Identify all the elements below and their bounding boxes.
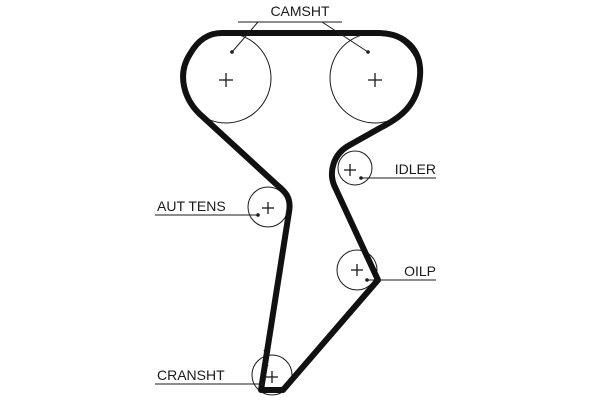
- crankshaft-dot: [260, 382, 264, 386]
- crankshaft-timing-mark-2: [265, 360, 269, 367]
- idler-pulley: [337, 150, 373, 186]
- camshaft-right-center-cross: [368, 73, 382, 87]
- auto-tensioner-dot: [256, 213, 260, 217]
- camshaft-label: CAMSHT: [270, 3, 330, 19]
- crankshaft-timing-mark: [263, 349, 267, 357]
- auto-tensioner-center-cross: [262, 202, 274, 214]
- crankshaft-label: CRANSHT: [157, 367, 225, 383]
- camshaft-leader-lines: [231, 21, 369, 53]
- crankshaft-center-cross: [266, 371, 278, 383]
- oil-pump-center-cross: [351, 264, 363, 276]
- idler-center-cross: [344, 164, 356, 176]
- camshaft-left-dot: [230, 50, 234, 54]
- oil-pump-label: OILP: [404, 263, 436, 279]
- idler-dot: [359, 176, 363, 180]
- oil-pump-dot: [365, 278, 369, 282]
- camshaft-left-center-cross: [219, 73, 233, 87]
- auto-tensioner-label: AUT TENS: [157, 198, 226, 214]
- idler-label: IDLER: [395, 161, 436, 177]
- camshaft-right-dot: [366, 50, 370, 54]
